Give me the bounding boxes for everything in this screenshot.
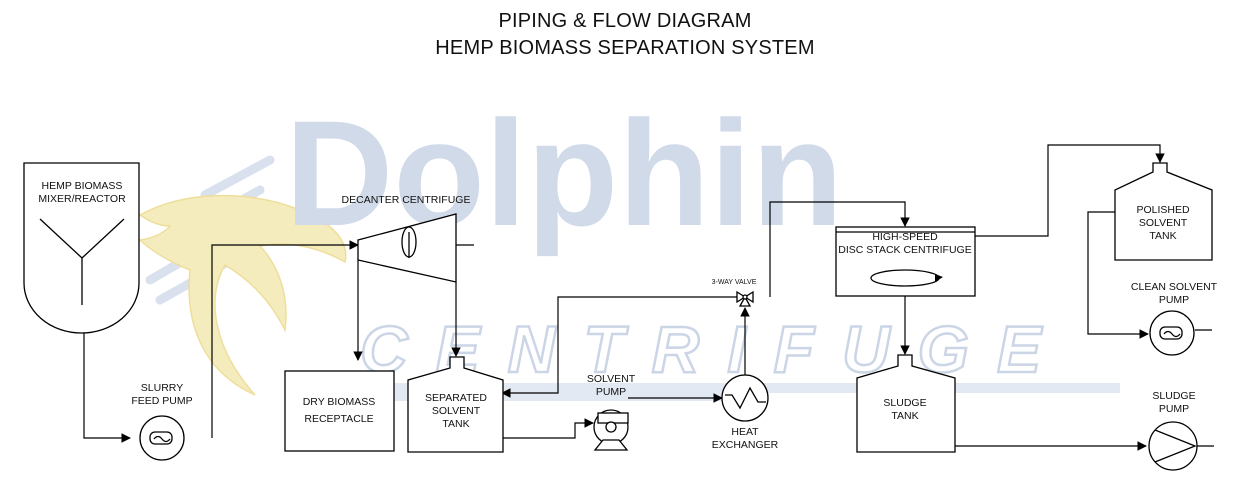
- dry-label-2: RECEPTACLE: [304, 413, 373, 425]
- clean-pump-label-1: CLEAN SOLVENT: [1131, 281, 1218, 293]
- slurry-pump-label-2: FEED PUMP: [131, 395, 192, 407]
- decanter-centrifuge: DECANTER CENTRIFUGE: [342, 194, 471, 283]
- dry-label-1: DRY BIOMASS: [303, 396, 376, 408]
- sludge-pump-label-2: PUMP: [1159, 403, 1189, 415]
- slurry-pump-label-1: SLURRY: [141, 382, 183, 394]
- pipe-disc-stack-to-polished-tank: [975, 144, 1165, 237]
- diagram-title-line2: HEMP BIOMASS SEPARATION SYSTEM: [435, 37, 815, 59]
- hx-label-1: HEAT: [731, 426, 759, 438]
- polished-label-2: SOLVENT: [1139, 217, 1188, 229]
- disc-stack-centrifuge: HIGH-SPEED DISC STACK CENTRIFUGE: [835, 226, 976, 297]
- sludge-pump: SLUDGE PUMP: [1148, 390, 1198, 471]
- separated-label-3: TANK: [442, 418, 469, 430]
- hx-label-2: EXCHANGER: [712, 439, 779, 451]
- pipe-valve-to-separated-tank: [501, 296, 737, 398]
- disc-label-1: HIGH-SPEED: [872, 231, 938, 243]
- clean-pump-label-2: PUMP: [1159, 294, 1189, 306]
- decanter-label: DECANTER CENTRIFUGE: [342, 194, 471, 206]
- valve-label: 3-WAY VALVE: [712, 279, 757, 286]
- piping: [83, 144, 1214, 451]
- three-way-valve: 3-WAY VALVE: [712, 279, 757, 307]
- pipe-polished-tank-to-clean-pump: [1087, 211, 1149, 339]
- dry-biomass-receptacle: DRY BIOMASS RECEPTACLE: [284, 370, 395, 452]
- sludge-tank-label-1: SLUDGE: [883, 397, 926, 409]
- sludge-tank-label-2: TANK: [891, 410, 918, 422]
- pipe-slurry-pump-to-decanter: [211, 240, 359, 438]
- sludge-tank: SLUDGE TANK: [856, 354, 956, 453]
- mixer-label-1: HEMP BIOMASS: [42, 180, 123, 192]
- mixer-label-2: MIXER/REACTOR: [38, 193, 126, 205]
- mixer-reactor: HEMP BIOMASS MIXER/REACTOR: [23, 162, 140, 334]
- polished-label-1: POLISHED: [1136, 204, 1190, 216]
- sludge-pump-label-1: SLUDGE: [1152, 390, 1195, 402]
- polished-label-3: TANK: [1149, 230, 1176, 242]
- solvent-pump-label-1: SOLVENT: [587, 373, 636, 385]
- slurry-feed-pump: SLURRY FEED PUMP: [131, 382, 193, 461]
- watermark-brand: Dolphin: [285, 89, 843, 257]
- separated-solvent-tank: SEPARATED SOLVENT TANK: [407, 356, 504, 453]
- heat-exchanger: HEAT EXCHANGER: [712, 374, 779, 451]
- separated-label-1: SEPARATED: [425, 392, 487, 404]
- pipe-separated-tank-to-solvent-pump: [503, 418, 594, 439]
- pipe-valve-to-disc-stack: [769, 201, 910, 297]
- separated-label-2: SOLVENT: [432, 405, 481, 417]
- watermark-dolphin: [138, 194, 347, 396]
- pipe-mixer-to-slurry-pump: [83, 332, 131, 443]
- clean-solvent-pump: CLEAN SOLVENT PUMP: [1131, 281, 1218, 356]
- disc-label-2: DISC STACK CENTRIFUGE: [838, 244, 971, 256]
- solvent-pump-label-2: PUMP: [596, 386, 626, 398]
- solvent-pump: SOLVENT PUMP: [587, 373, 636, 451]
- diagram-title-line1: PIPING & FLOW DIAGRAM: [498, 10, 752, 32]
- polished-solvent-tank: POLISHED SOLVENT TANK: [1114, 162, 1213, 261]
